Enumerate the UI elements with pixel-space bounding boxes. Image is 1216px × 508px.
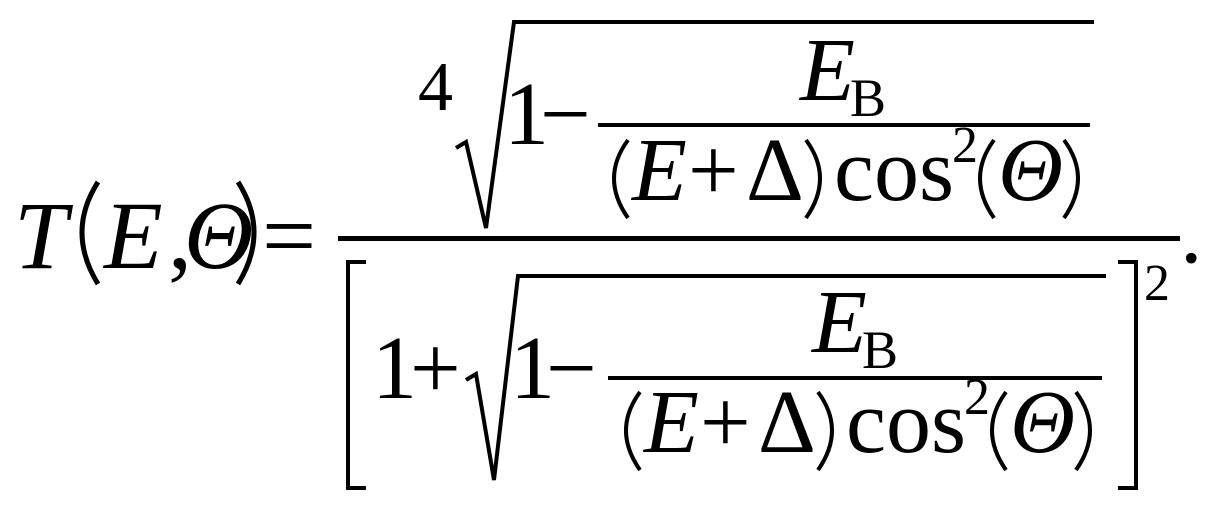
lhs-arg-energy: E [102, 182, 163, 289]
denominator-outer-plus: + [410, 319, 461, 418]
lhs-left-paren [79, 180, 101, 286]
denominator-inner-subscript-b: B [862, 320, 898, 380]
denominator-one: 1 [510, 319, 555, 418]
denominator-inner-angle-left-paren [990, 390, 1008, 472]
numerator-inner-angle-left-paren [978, 138, 996, 220]
numerator-inner-delta: Δ [746, 121, 804, 220]
lhs-arg-angle: Θ [184, 182, 253, 289]
numerator-inner-angle-right-paren [1062, 138, 1080, 220]
denominator-inner-delta: Δ [758, 373, 816, 472]
denominator: 1 + 1 − E B E + Δ cos 2 Θ 2 [346, 255, 1170, 490]
denominator-inner-right-paren [816, 390, 834, 472]
lhs-comma: , [168, 182, 192, 289]
denominator-radical-sign [464, 274, 1106, 481]
numerator-inner-energy: E [630, 121, 687, 220]
denominator-inner-angle-right-paren [1074, 390, 1092, 472]
equation-period: . [1180, 183, 1203, 282]
numerator-inner-cos: cos [834, 121, 954, 220]
lhs-right-paren [235, 180, 257, 286]
denominator-inner-left-paren [624, 390, 642, 472]
numerator-minus: − [540, 65, 591, 164]
numerator-inner-cos-exponent: 2 [952, 117, 978, 174]
numerator-inner-plus: + [688, 121, 739, 220]
numerator-radical-sign [454, 20, 1094, 229]
numerator-inner-right-paren [804, 138, 822, 220]
numerator-inner-left-paren [612, 138, 630, 220]
numerator-inner-angle: Θ [998, 121, 1063, 220]
main-fraction-bar [338, 236, 1180, 241]
numerator-inner-energy-b: E [798, 21, 855, 120]
denominator-inner-cos: cos [846, 373, 966, 472]
denominator-inner-energy: E [642, 373, 699, 472]
numerator-coefficient: 4 [418, 49, 453, 126]
numerator-one: 1 [504, 65, 549, 164]
denominator-inner-fraction-bar [608, 376, 1102, 380]
lhs-function-symbol: T [14, 182, 74, 289]
denominator-inner-plus: + [700, 373, 751, 472]
numerator-inner-fraction-bar [598, 123, 1090, 127]
denominator-bracket-exponent: 2 [1144, 255, 1170, 312]
denominator-inner-angle: Θ [1010, 373, 1075, 472]
lhs: T E , Θ = [14, 180, 316, 289]
denominator-left-bracket [346, 260, 366, 490]
denominator-inner-energy-b: E [810, 273, 867, 372]
denominator-right-bracket [1118, 260, 1138, 490]
numerator: 4 1 − E B E + Δ cos 2 Θ [418, 20, 1094, 229]
denominator-minus: − [546, 319, 597, 418]
equals-sign: = [262, 182, 316, 289]
denominator-outer-one: 1 [372, 319, 417, 418]
numerator-inner-subscript-b: B [850, 68, 886, 128]
denominator-inner-cos-exponent: 2 [964, 369, 990, 426]
